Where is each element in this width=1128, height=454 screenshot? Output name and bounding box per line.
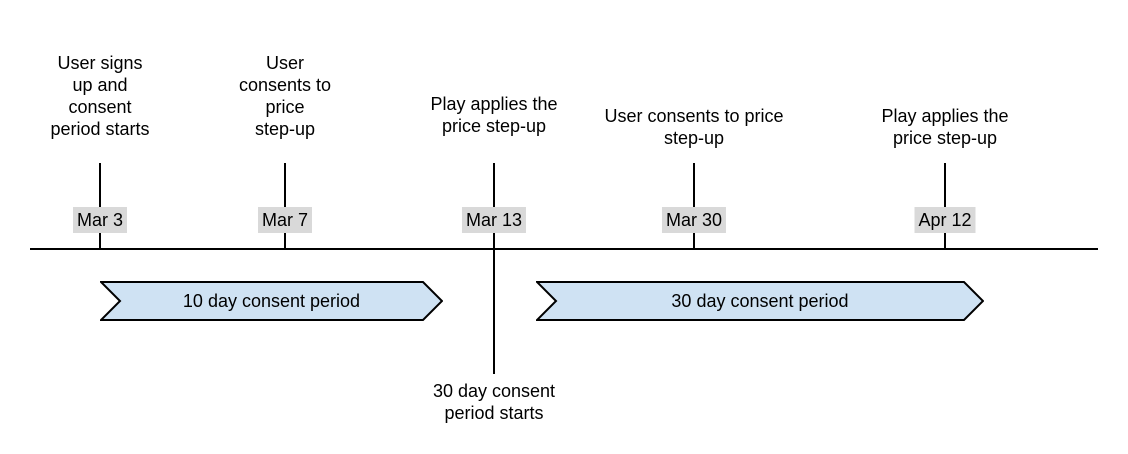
annotation-30-day-consent-period-starts: 30 day consent period starts xyxy=(432,381,556,423)
event-date-badge-apr-12: Apr 12 xyxy=(914,207,976,233)
consent-period-banner-30-day: 30 day consent period xyxy=(536,280,984,322)
period-label-30-day: 30 day consent period xyxy=(671,290,849,311)
event-date-badge-mar-7: Mar 7 xyxy=(257,207,313,233)
event-label-user-consents-1: User consents to price step-up xyxy=(238,53,332,139)
event-label-play-applies-2: Play applies the price step-up xyxy=(881,106,1009,148)
event-date-badge-mar-30: Mar 30 xyxy=(661,207,727,233)
event-tick-mar-13 xyxy=(493,163,495,374)
event-date-badge-mar-13: Mar 13 xyxy=(461,207,527,233)
event-date-badge-mar-3: Mar 3 xyxy=(72,207,128,233)
event-label-play-applies-1: Play applies the price step-up xyxy=(430,94,558,136)
chevron-arrow-shape xyxy=(536,281,984,321)
period-label-10-day: 10 day consent period xyxy=(182,290,361,311)
consent-period-banner-10-day: 10 day consent period xyxy=(100,280,443,322)
event-tick-mar-3 xyxy=(99,163,101,250)
timeline-axis xyxy=(30,248,1098,250)
event-tick-mar-30 xyxy=(693,163,695,250)
event-tick-mar-7 xyxy=(284,163,286,250)
chevron-arrow-shape xyxy=(100,281,443,321)
event-tick-apr-12 xyxy=(944,163,946,250)
event-label-user-consents-2: User consents to price step-up xyxy=(604,106,784,148)
event-label-user-signs-up: User signs up and consent period starts xyxy=(50,53,150,139)
